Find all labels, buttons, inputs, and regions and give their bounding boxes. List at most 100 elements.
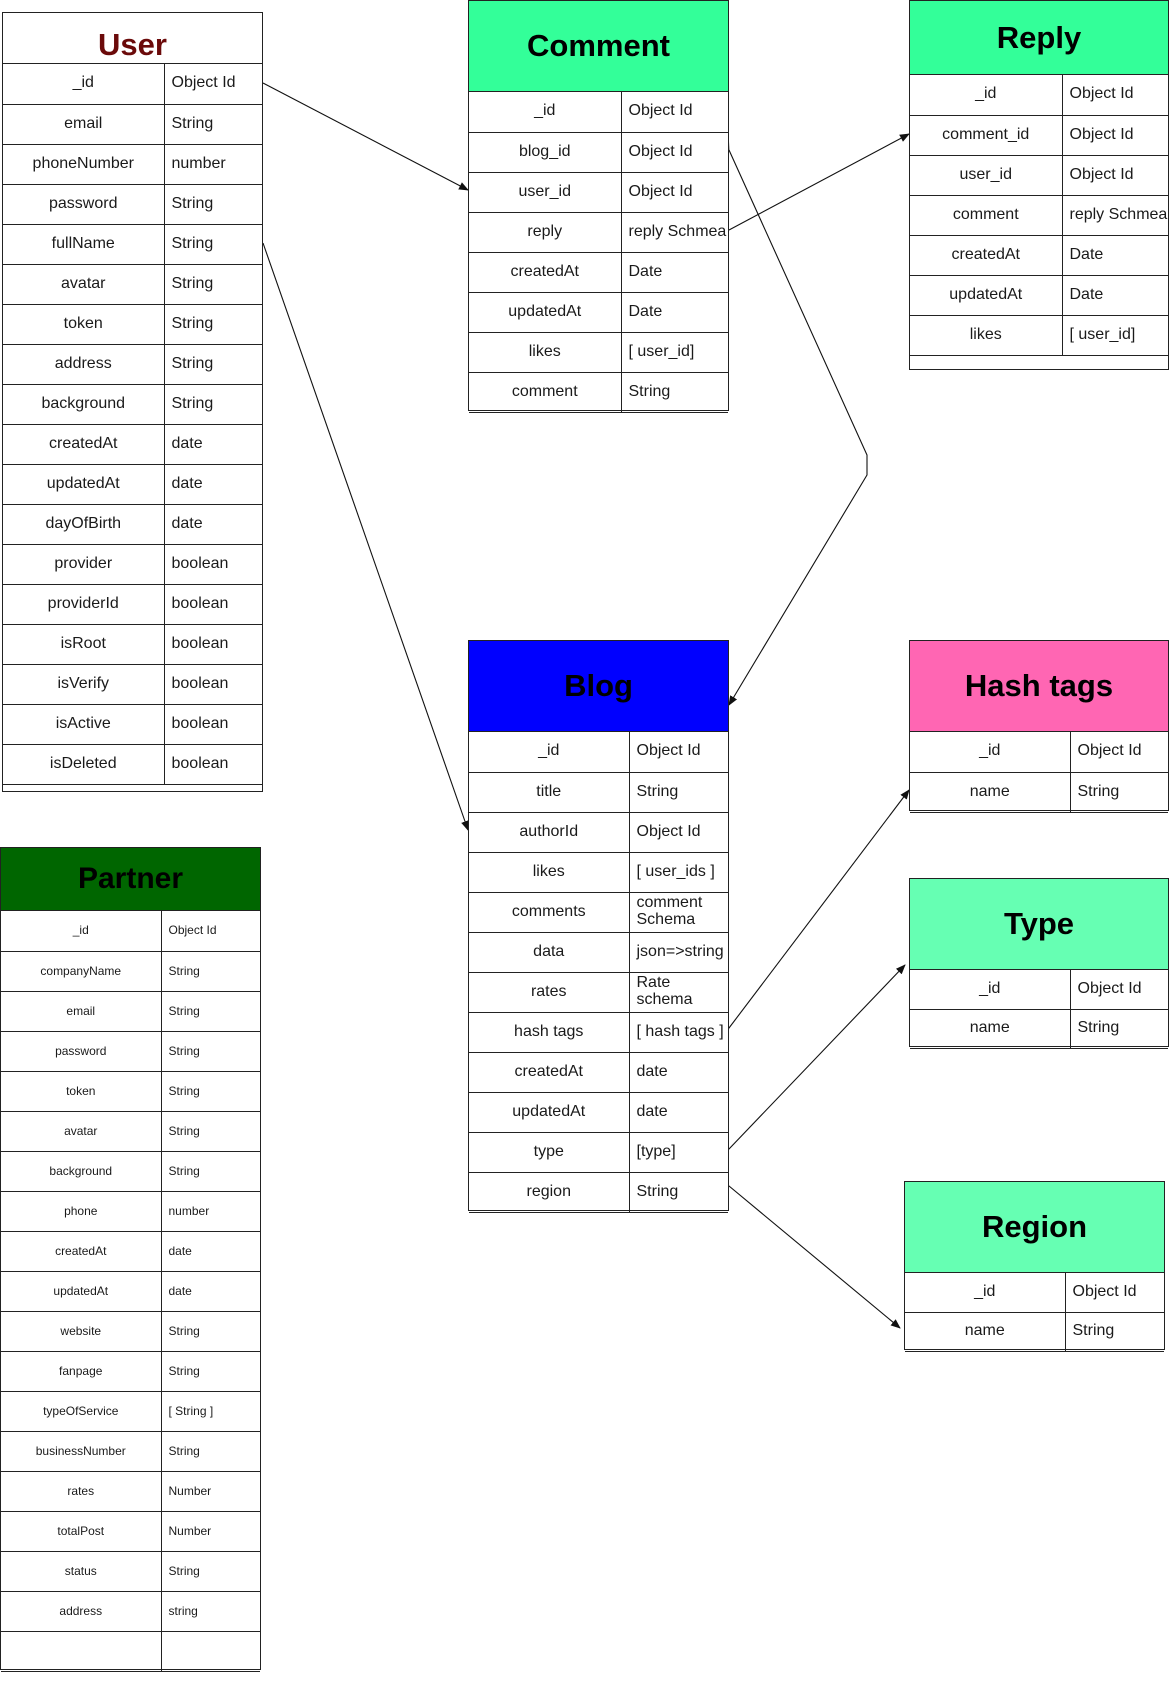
field-name (1, 1631, 162, 1672)
field-name: user_id (910, 155, 1063, 196)
field-type: String (161, 1311, 260, 1352)
field-type: boolean (164, 584, 262, 625)
field-name: updatedAt (3, 464, 165, 505)
field-name: website (1, 1311, 162, 1352)
field-name: data (469, 932, 630, 973)
field-type: String (161, 951, 260, 992)
field-name: fullName (3, 224, 165, 265)
field-name: hash tags (469, 1012, 630, 1053)
field-type: String (621, 372, 728, 413)
field-type: String (1070, 1009, 1168, 1049)
field-type: String (161, 1351, 260, 1392)
field-type: [type] (629, 1132, 728, 1173)
partner-field-row (1, 1631, 260, 1672)
field-type: Object Id (621, 132, 728, 173)
field-type: String (164, 304, 262, 345)
field-type: number (161, 1191, 260, 1232)
field-name: rates (469, 972, 630, 1013)
comment-title: Comment (469, 1, 728, 92)
field-type: String (161, 991, 260, 1032)
field-type: String (161, 1071, 260, 1112)
field-name: providerId (3, 584, 165, 625)
field-name: companyName (1, 951, 162, 992)
blog-field-row: hash tags[ hash tags ] (469, 1012, 728, 1053)
field-type: boolean (164, 544, 262, 585)
field-type: boolean (164, 704, 262, 745)
field-type: Date (1062, 275, 1168, 316)
field-name: status (1, 1551, 162, 1592)
field-type: Object Id (1062, 115, 1168, 156)
field-type: Date (621, 252, 728, 293)
field-name: phoneNumber (3, 144, 165, 185)
field-type: Date (621, 292, 728, 333)
field-type: boolean (164, 744, 262, 785)
field-type: json=>string (629, 932, 728, 973)
field-type: String (161, 1111, 260, 1152)
field-type: [ hash tags ] (629, 1012, 728, 1053)
field-name: fanpage (1, 1351, 162, 1392)
edge-comment-blog (721, 140, 868, 706)
field-type: String (164, 224, 262, 265)
field-name: isActive (3, 704, 165, 745)
field-name: avatar (3, 264, 165, 305)
field-name: password (3, 184, 165, 225)
field-type: Object Id (629, 732, 728, 773)
field-name: createdAt (1, 1231, 162, 1272)
field-name: title (469, 772, 630, 813)
field-type: Object Id (1062, 75, 1168, 116)
field-name: dayOfBirth (3, 504, 165, 545)
field-type: [ user_id] (1062, 315, 1168, 356)
field-name: isDeleted (3, 744, 165, 785)
field-type: Object Id (1065, 1273, 1164, 1313)
field-type: Object Id (164, 64, 262, 105)
field-name: user_id (469, 172, 622, 213)
field-name: createdAt (469, 252, 622, 293)
field-type: date (161, 1271, 260, 1312)
hashtags-title: Hash tags (910, 641, 1168, 732)
field-name: token (3, 304, 165, 345)
field-name: type (469, 1132, 630, 1173)
field-name: name (910, 772, 1071, 813)
field-name: updatedAt (1, 1271, 162, 1312)
blog-field-row: type[type] (469, 1132, 728, 1173)
field-name: provider (3, 544, 165, 585)
edge-user-to-comment (262, 82, 469, 191)
field-name: name (910, 1009, 1071, 1049)
field-name: token (1, 1071, 162, 1112)
